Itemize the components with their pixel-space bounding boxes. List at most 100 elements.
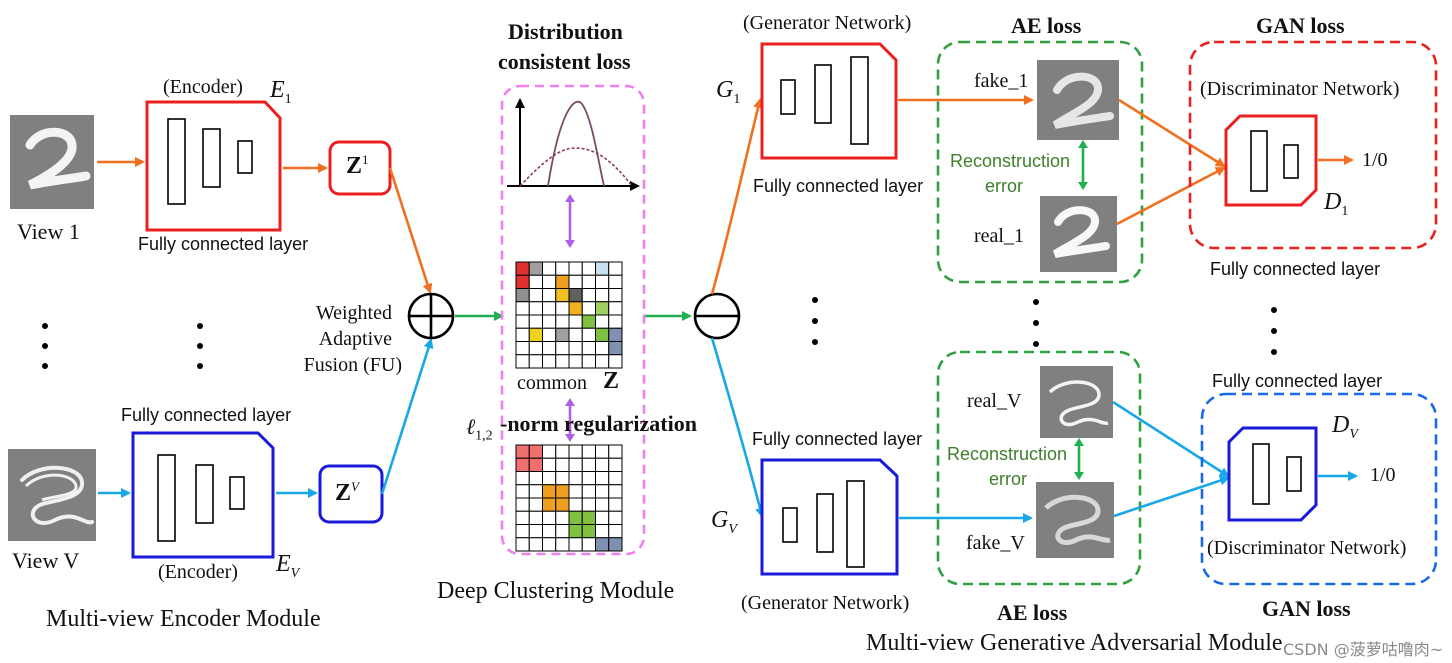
matrix-cell: [608, 524, 623, 539]
matrix-cell: [555, 301, 570, 316]
matrix-cell: [595, 471, 610, 486]
common-Z-label: Z: [603, 368, 620, 394]
matrix-cell: [608, 444, 623, 459]
matrix-cell: [528, 288, 543, 303]
matrix-cell: [581, 341, 596, 356]
generator-1-fc-label: Fully connected layer: [753, 176, 924, 196]
discriminator-1-fc-label: Fully connected layer: [1210, 259, 1381, 279]
matrix-cell: [528, 354, 543, 369]
matrix-cell: [581, 301, 596, 316]
fusion-label-1: Weighted: [315, 302, 392, 324]
matrix-cell: [542, 471, 557, 486]
matrix-cell: [581, 261, 596, 276]
ae-arrows: [898, 95, 1230, 523]
matrix-cell: [568, 354, 583, 369]
matrix-cell: [595, 288, 610, 303]
deep-clustering-module-title: Deep Clustering Module: [437, 578, 675, 604]
matrix-cell: [542, 484, 557, 499]
matrix-cell: [555, 354, 570, 369]
matrix-cell: [608, 354, 623, 369]
matrix-cell: [568, 288, 583, 303]
discriminator-1-block: [1224, 114, 1318, 207]
encoder-V-block: [131, 431, 275, 559]
matrix-cell: [542, 301, 557, 316]
matrix-cell: [568, 274, 583, 289]
fake-1-image: [1037, 60, 1119, 140]
matrix-cell: [608, 484, 623, 499]
ellipsis-dots-left: [42, 323, 203, 369]
split-minus-node: [693, 292, 741, 340]
matrix-cell: [555, 510, 570, 525]
EV-label: EV: [276, 551, 300, 581]
matrix-cell: [528, 471, 543, 486]
discriminator-V-block: [1227, 426, 1318, 522]
matrix-cell: [515, 354, 530, 369]
matrix-cell: [555, 497, 570, 512]
watermark: CSDN @菠萝咕噜肉~: [1283, 640, 1444, 659]
recon-error-bottom-2: error: [989, 469, 1028, 489]
matrix-cell: [515, 510, 530, 525]
zV-label: ZV: [335, 479, 359, 506]
matrix-cell: [542, 497, 557, 512]
matrix-cell: [542, 288, 557, 303]
matrix-cell: [542, 314, 557, 329]
matrix-cell: [568, 497, 583, 512]
discriminator-1-label: (Discriminator Network): [1200, 78, 1400, 100]
matrix-cell: [581, 444, 596, 459]
matrix-cell: [515, 327, 530, 342]
matrix-cell: [542, 274, 557, 289]
matrix-cell: [595, 354, 610, 369]
matrix-cell: [528, 274, 543, 289]
generator-V-label: (Generator Network): [741, 592, 910, 614]
matrix-cell: [595, 341, 610, 356]
z1-label: Z1: [346, 152, 369, 179]
matrix-cell: [595, 524, 610, 539]
viewV-image: [8, 449, 96, 541]
DV-label: DV: [1332, 412, 1358, 442]
matrix-cell: [568, 341, 583, 356]
matrix-cell: [515, 471, 530, 486]
matrix-cell: [581, 484, 596, 499]
fusion-plus-node: [407, 292, 455, 340]
fusion-label-3: Fusion (FU): [303, 354, 402, 376]
matrix-cell: [542, 261, 557, 276]
gan-loss-top-title: GAN loss: [1256, 13, 1345, 38]
matrix-cell: [528, 261, 543, 276]
encoder-V-label: (Encoder): [158, 561, 238, 583]
D1-label: D1: [1324, 189, 1349, 219]
fake-V-image: [1036, 482, 1114, 558]
l12-label: ℓ1,2: [466, 414, 493, 444]
G1-label: G1: [716, 77, 741, 107]
matrix-cell: [595, 301, 610, 316]
distribution-plot: [507, 98, 640, 191]
matrix-cell: [555, 537, 570, 552]
matrix-cell: [555, 341, 570, 356]
disc-V-output: 1/0: [1370, 464, 1396, 486]
matrix-cell: [581, 497, 596, 512]
matrix-cell: [608, 261, 623, 276]
ae-loss-top-box: [936, 40, 1144, 284]
generator-V-fc-label: Fully connected layer: [752, 429, 923, 449]
generator-input-arrows: [710, 98, 765, 518]
matrix-cell: [581, 327, 596, 342]
matrix-cell: [568, 261, 583, 276]
matrix-cell: [515, 288, 530, 303]
matrix-cell: [528, 497, 543, 512]
matrix-cell: [528, 510, 543, 525]
recon-error-top-2: error: [985, 176, 1024, 196]
matrix-cell: [595, 510, 610, 525]
dist-loss-title-1: Distribution: [508, 19, 623, 44]
generator-V-block: [760, 458, 899, 576]
matrix-cell: [568, 444, 583, 459]
GV-label: GV: [711, 507, 737, 537]
matrix-cell: [581, 537, 596, 552]
matrix-cell: [608, 327, 623, 342]
encoder-arrows: [97, 157, 692, 498]
matrix-cell: [595, 274, 610, 289]
matrix-cell: [528, 524, 543, 539]
matrix-cell: [542, 524, 557, 539]
matrix-cell: [608, 301, 623, 316]
matrix-cell: [528, 327, 543, 342]
